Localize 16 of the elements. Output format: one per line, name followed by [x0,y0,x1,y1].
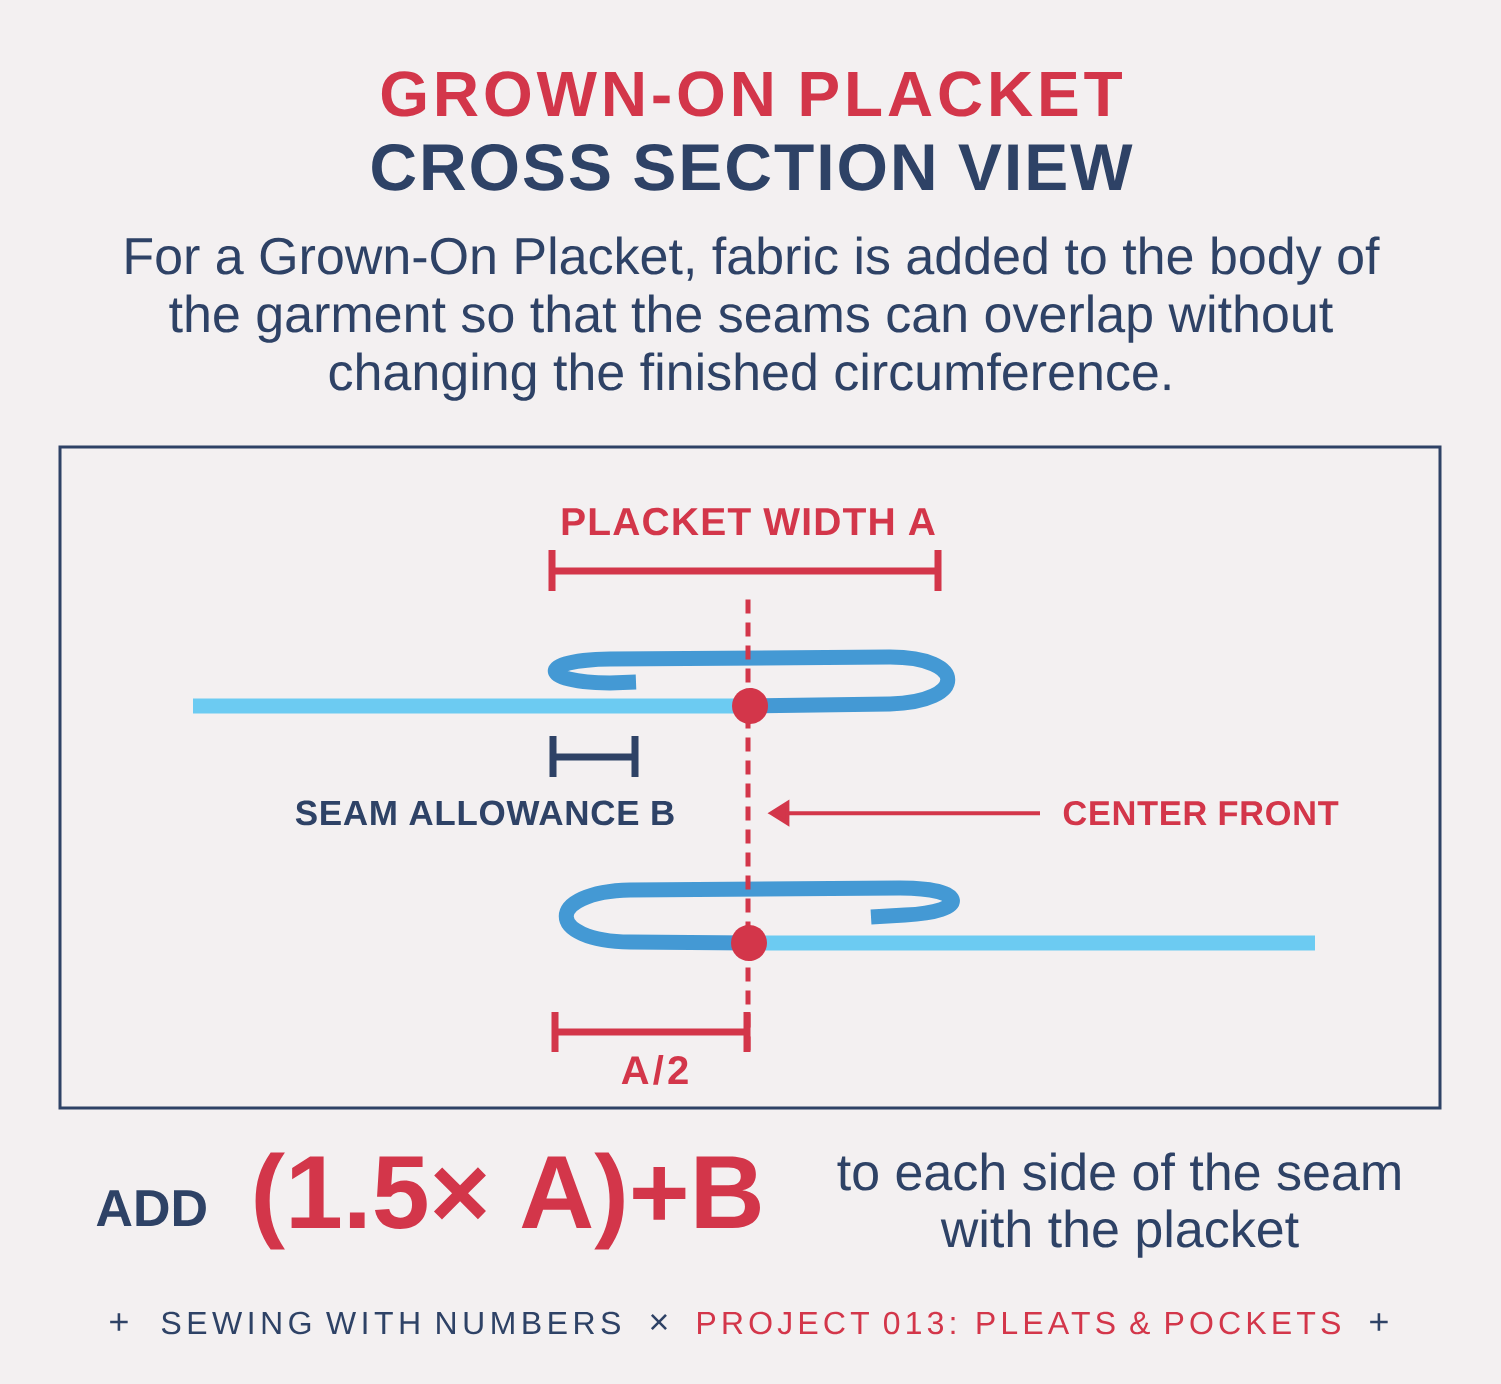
footer-ornament: × [650,1314,667,1331]
project-title: PROJECT 013: PLEATS & POCKETS [698,1311,1340,1335]
formula-note: to each side of the seam with the placket [837,1152,1400,1258]
title: GROWN-ON PLACKET [381,71,1122,117]
description-text: For a Grown-On Placket, fabric is added to the body of the garment so that the seams can overlap without changing the finished circumference. [126,236,1380,401]
footer-ornament: + [110,1313,128,1331]
dimension-label: SEAM ALLOWANCE B [295,800,674,826]
formula-prefix: ADD [96,1190,206,1226]
callout-label: CENTER FRONT [1063,801,1339,826]
series-name: SEWING WITH NUMBERS [161,1311,620,1335]
center-front-line [745,599,751,1051]
dimension-label: A/2 [621,1055,688,1085]
dimension-label: PLACKET WIDTH A [562,507,935,536]
subtitle: CROSS SECTION VIEW [372,143,1133,191]
formula: (1.5× A)+B [255,1152,760,1250]
footer-ornament: + [1370,1313,1388,1331]
